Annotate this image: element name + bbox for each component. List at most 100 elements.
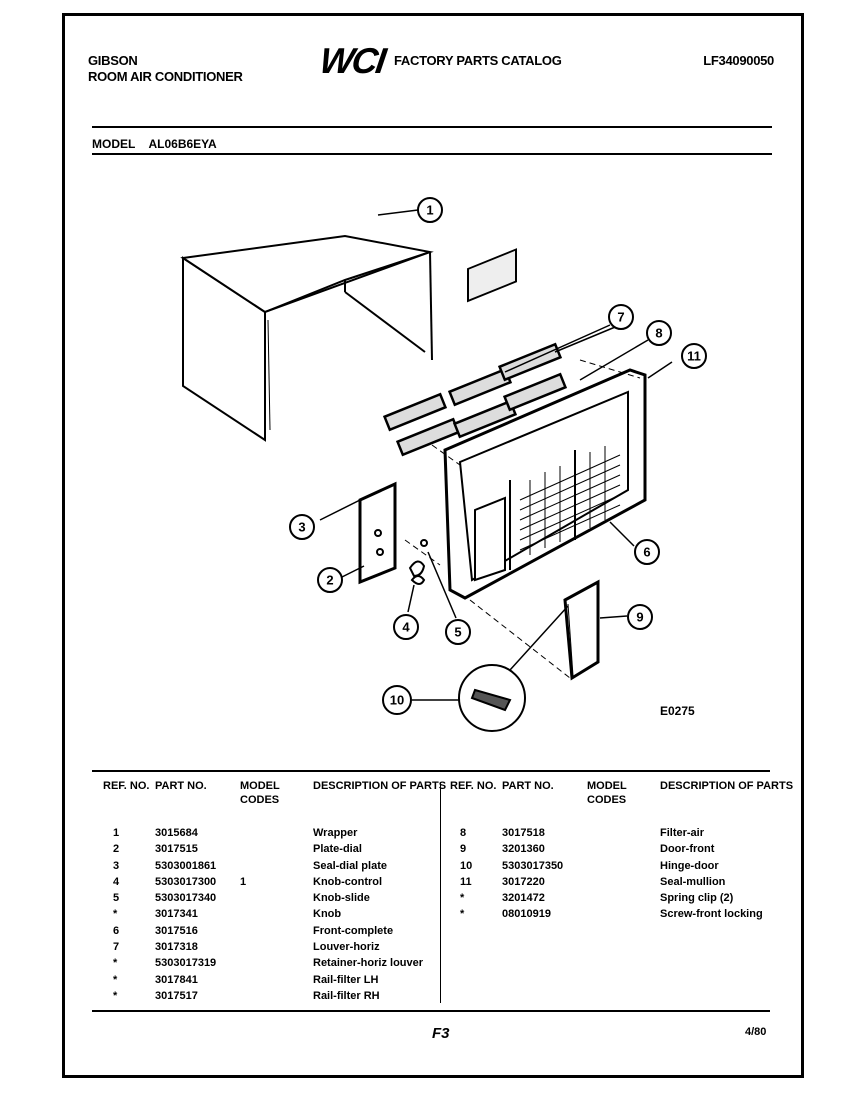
page-frame [62,13,804,1078]
cell-ref: 4 [113,875,120,888]
cell-description: Seal-mullion [660,875,726,888]
hinge-detail [458,605,569,732]
parts-table-right: REF. NO. PART NO. MODEL CODES DESCRIPTIO… [450,779,800,923]
model-number: AL06B6EYA [148,137,217,151]
table-row: * 3201472 Spring clip (2) [450,890,800,906]
wrapper-part [180,234,434,442]
brand-name: GIBSON [88,53,138,68]
cell-description: Front-complete [313,924,394,937]
cell-description: Knob-slide [313,892,370,905]
cell-description: Plate-dial [313,843,362,856]
cell-part-no: 3017841 [155,973,198,986]
cell-ref: 11 [460,875,472,888]
door-part [563,579,600,681]
cell-ref: 8 [460,827,467,839]
callout-3 [289,514,315,540]
cell-ref: * [113,973,118,986]
product-name: ROOM AIR CONDITIONER [88,69,243,84]
callout-9 [627,604,653,630]
front-panel-part [443,248,647,600]
cell-description: Hinge-door [660,859,719,872]
cell-ref: 2 [113,843,120,856]
table-top-rule [92,770,770,772]
cell-model-code [240,890,313,906]
cell-ref: 3 [113,859,120,872]
cell-model-code [587,825,660,841]
model-line: MODEL AL06B6EYA [92,137,217,151]
callout-8 [646,320,672,346]
cell-part-no: 3017515 [155,843,198,856]
cell-ref: 6 [113,924,120,937]
cell-part-no: 3201360 [502,843,545,856]
dial-plate-part [358,481,397,585]
cell-part-no: 3017517 [155,989,198,1002]
callout-label-7: 7 [617,310,624,325]
cell-model-code [240,841,313,857]
catalog-title: FACTORY PARTS CATALOG [393,53,562,68]
cell-model-code [240,939,313,955]
header-desc: DESCRIPTION OF PARTS [313,780,447,792]
cell-ref: * [113,957,118,970]
knob-parts [408,539,428,585]
cell-ref: 9 [460,843,467,856]
header-rule [92,126,772,128]
cell-ref: * [113,989,118,1002]
cell-description: Retainer-horiz louver [313,957,424,970]
callout-2 [317,567,343,593]
parts-table-left: REF. NO. PART NO. MODEL CODES DESCRIPTIO… [103,779,453,1004]
callout-label-2: 2 [326,573,333,588]
cell-description: Spring clip (2) [660,892,734,905]
cell-part-no: 3201472 [502,892,545,905]
model-rule [92,153,772,155]
cell-description: Knob [313,908,342,921]
print-date: 4/80 [745,1026,767,1038]
cell-part-no: 5303017300 [155,875,217,888]
header-part: PART NO. [155,780,207,792]
cell-part-no: 5303017319 [155,957,217,970]
cell-description: Filter-air [660,827,705,839]
cell-model-code [587,890,660,906]
table-row: 5 5303017340 Knob-slide [103,890,453,906]
model-label: MODEL [92,137,136,151]
cell-part-no: 5303017340 [155,892,217,905]
cell-ref: 7 [113,941,120,954]
cell-model-code [587,906,660,922]
cell-part-no: 3017318 [155,941,198,954]
cell-ref: * [113,908,118,921]
cell-part-no: 3017341 [155,908,198,921]
callout-10 [382,685,412,715]
callout-label-9: 9 [636,610,643,625]
column-divider [440,785,441,1003]
callout-label-11: 11 [687,349,701,364]
cell-ref: 5 [113,892,120,905]
cell-ref: * [460,908,465,921]
table-row: * 3017341 Knob [103,906,453,922]
cell-model-code: 1 [240,875,247,888]
drawing-code: E0275 [660,704,695,718]
cell-model-code [587,874,660,890]
cell-model-code [587,841,660,857]
callout-4 [393,614,419,640]
brand-block: GIBSON ROOM AIR CONDITIONER [88,53,243,85]
header-ref: REF. NO. [450,780,497,792]
cell-ref: * [460,892,465,905]
louver-parts [382,342,568,457]
header-part: PART NO. [502,780,554,792]
callout-1 [417,197,443,223]
cell-description: Rail-filter LH [313,973,379,986]
cell-model-code [240,923,313,939]
callout-circles [289,197,707,715]
cell-description: Wrapper [313,827,358,839]
callout-5 [445,619,471,645]
cell-ref: 10 [460,859,473,872]
cell-description: Seal-dial plate [313,859,387,872]
